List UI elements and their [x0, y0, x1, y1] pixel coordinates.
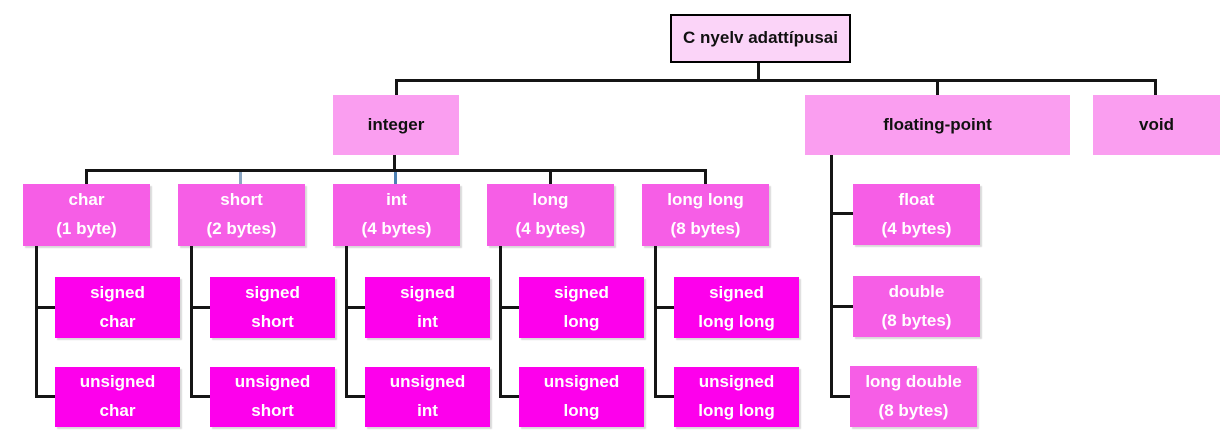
- qualifier: signed: [400, 282, 455, 302]
- base-type: int: [417, 401, 438, 420]
- base-type: char: [99, 401, 136, 420]
- type-size: (1 byte): [56, 219, 117, 238]
- connector-root-stem: [757, 63, 760, 80]
- connector-drop-long: [549, 169, 552, 185]
- node-long-double: long double (8 bytes): [850, 366, 977, 427]
- type-name: float: [898, 189, 935, 209]
- qualifier: unsigned: [543, 372, 620, 392]
- connector-char-spine: [35, 246, 38, 398]
- connector-char-signed-tick: [35, 306, 55, 309]
- connector-int-unsigned-tick: [345, 395, 365, 398]
- connector-drop-short: [239, 172, 242, 184]
- connector-drop-floating: [936, 79, 939, 95]
- connector-floating-spine: [830, 155, 833, 398]
- node-signed-int: signed int: [365, 277, 490, 338]
- connector-float-tick: [830, 212, 853, 215]
- node-unsigned-int: unsigned int: [365, 367, 490, 427]
- connector-long-long-spine: [654, 246, 657, 398]
- connector-long-unsigned-tick: [499, 395, 519, 398]
- node-float: float (4 bytes): [853, 184, 980, 245]
- node-long-long: long long (8 bytes): [642, 184, 769, 246]
- connector-long-signed-tick: [499, 306, 519, 309]
- node-unsigned-long-long: unsigned long long: [674, 367, 799, 427]
- node-short: short (2 bytes): [178, 184, 305, 246]
- connector-long-spine: [499, 246, 502, 398]
- connector-int-spine: [345, 246, 348, 398]
- node-signed-char: signed char: [55, 277, 180, 338]
- type-size: (8 bytes): [878, 400, 949, 420]
- connector-branch-bus: [395, 79, 1157, 82]
- branch-label: floating-point: [883, 114, 992, 134]
- type-name: int: [386, 190, 407, 210]
- type-name: short: [220, 190, 263, 210]
- base-type: short: [251, 401, 294, 420]
- node-long: long (4 bytes): [487, 184, 614, 246]
- qualifier: unsigned: [698, 372, 775, 392]
- connector-drop-long-long: [704, 169, 707, 185]
- connector-char-unsigned-tick: [35, 395, 55, 398]
- type-size: (4 bytes): [881, 218, 952, 238]
- type-size: (4 bytes): [361, 219, 432, 238]
- node-signed-short: signed short: [210, 277, 335, 338]
- node-void: void: [1093, 95, 1220, 155]
- type-size: (2 bytes): [206, 219, 277, 238]
- type-name: char: [68, 190, 105, 210]
- connector-long-double-tick: [830, 395, 850, 398]
- qualifier: signed: [709, 282, 764, 302]
- node-char: char (1 byte): [23, 184, 150, 246]
- node-int: int (4 bytes): [333, 184, 460, 246]
- base-type: long: [563, 311, 600, 331]
- qualifier: signed: [90, 282, 145, 302]
- node-signed-long-long: signed long long: [674, 277, 799, 338]
- base-type: short: [251, 311, 294, 331]
- connector-short-spine: [190, 246, 193, 398]
- connector-integer-bus: [85, 169, 707, 172]
- connector-long-long-unsigned-tick: [654, 395, 674, 398]
- connector-drop-int: [394, 172, 397, 184]
- root-label: C nyelv adattípusai: [683, 28, 838, 48]
- connector-drop-char: [85, 169, 88, 185]
- base-type: int: [417, 311, 438, 331]
- type-name: long: [532, 190, 569, 210]
- base-type: long long: [698, 311, 775, 331]
- type-name: long long: [667, 190, 744, 210]
- qualifier: unsigned: [234, 372, 311, 392]
- type-size: (8 bytes): [670, 219, 741, 238]
- base-type: long: [563, 401, 600, 420]
- qualifier: signed: [554, 282, 609, 302]
- base-type: long long: [698, 401, 775, 420]
- connector-short-signed-tick: [190, 306, 210, 309]
- base-type: char: [99, 311, 136, 331]
- connector-long-long-signed-tick: [654, 306, 674, 309]
- qualifier: signed: [245, 282, 300, 302]
- type-name: double: [888, 281, 945, 301]
- node-floating-point: floating-point: [805, 95, 1070, 155]
- type-size: (4 bytes): [515, 219, 586, 238]
- qualifier: unsigned: [389, 372, 466, 392]
- branch-label: void: [1139, 114, 1174, 134]
- node-signed-long: signed long: [519, 277, 644, 338]
- type-size: (8 bytes): [881, 310, 952, 330]
- node-root-title: C nyelv adattípusai: [670, 14, 851, 63]
- connector-short-unsigned-tick: [190, 395, 210, 398]
- qualifier: unsigned: [79, 372, 156, 392]
- node-unsigned-long: unsigned long: [519, 367, 644, 427]
- node-double: double (8 bytes): [853, 276, 980, 337]
- type-name: long double: [865, 371, 962, 391]
- branch-label: integer: [367, 114, 425, 134]
- connector-double-tick: [830, 305, 853, 308]
- node-unsigned-short: unsigned short: [210, 367, 335, 427]
- connector-drop-integer: [395, 79, 398, 95]
- node-integer: integer: [333, 95, 459, 155]
- node-unsigned-char: unsigned char: [55, 367, 180, 427]
- connector-drop-void: [1154, 79, 1157, 95]
- connector-integer-stem: [393, 155, 396, 171]
- connector-int-signed-tick: [345, 306, 365, 309]
